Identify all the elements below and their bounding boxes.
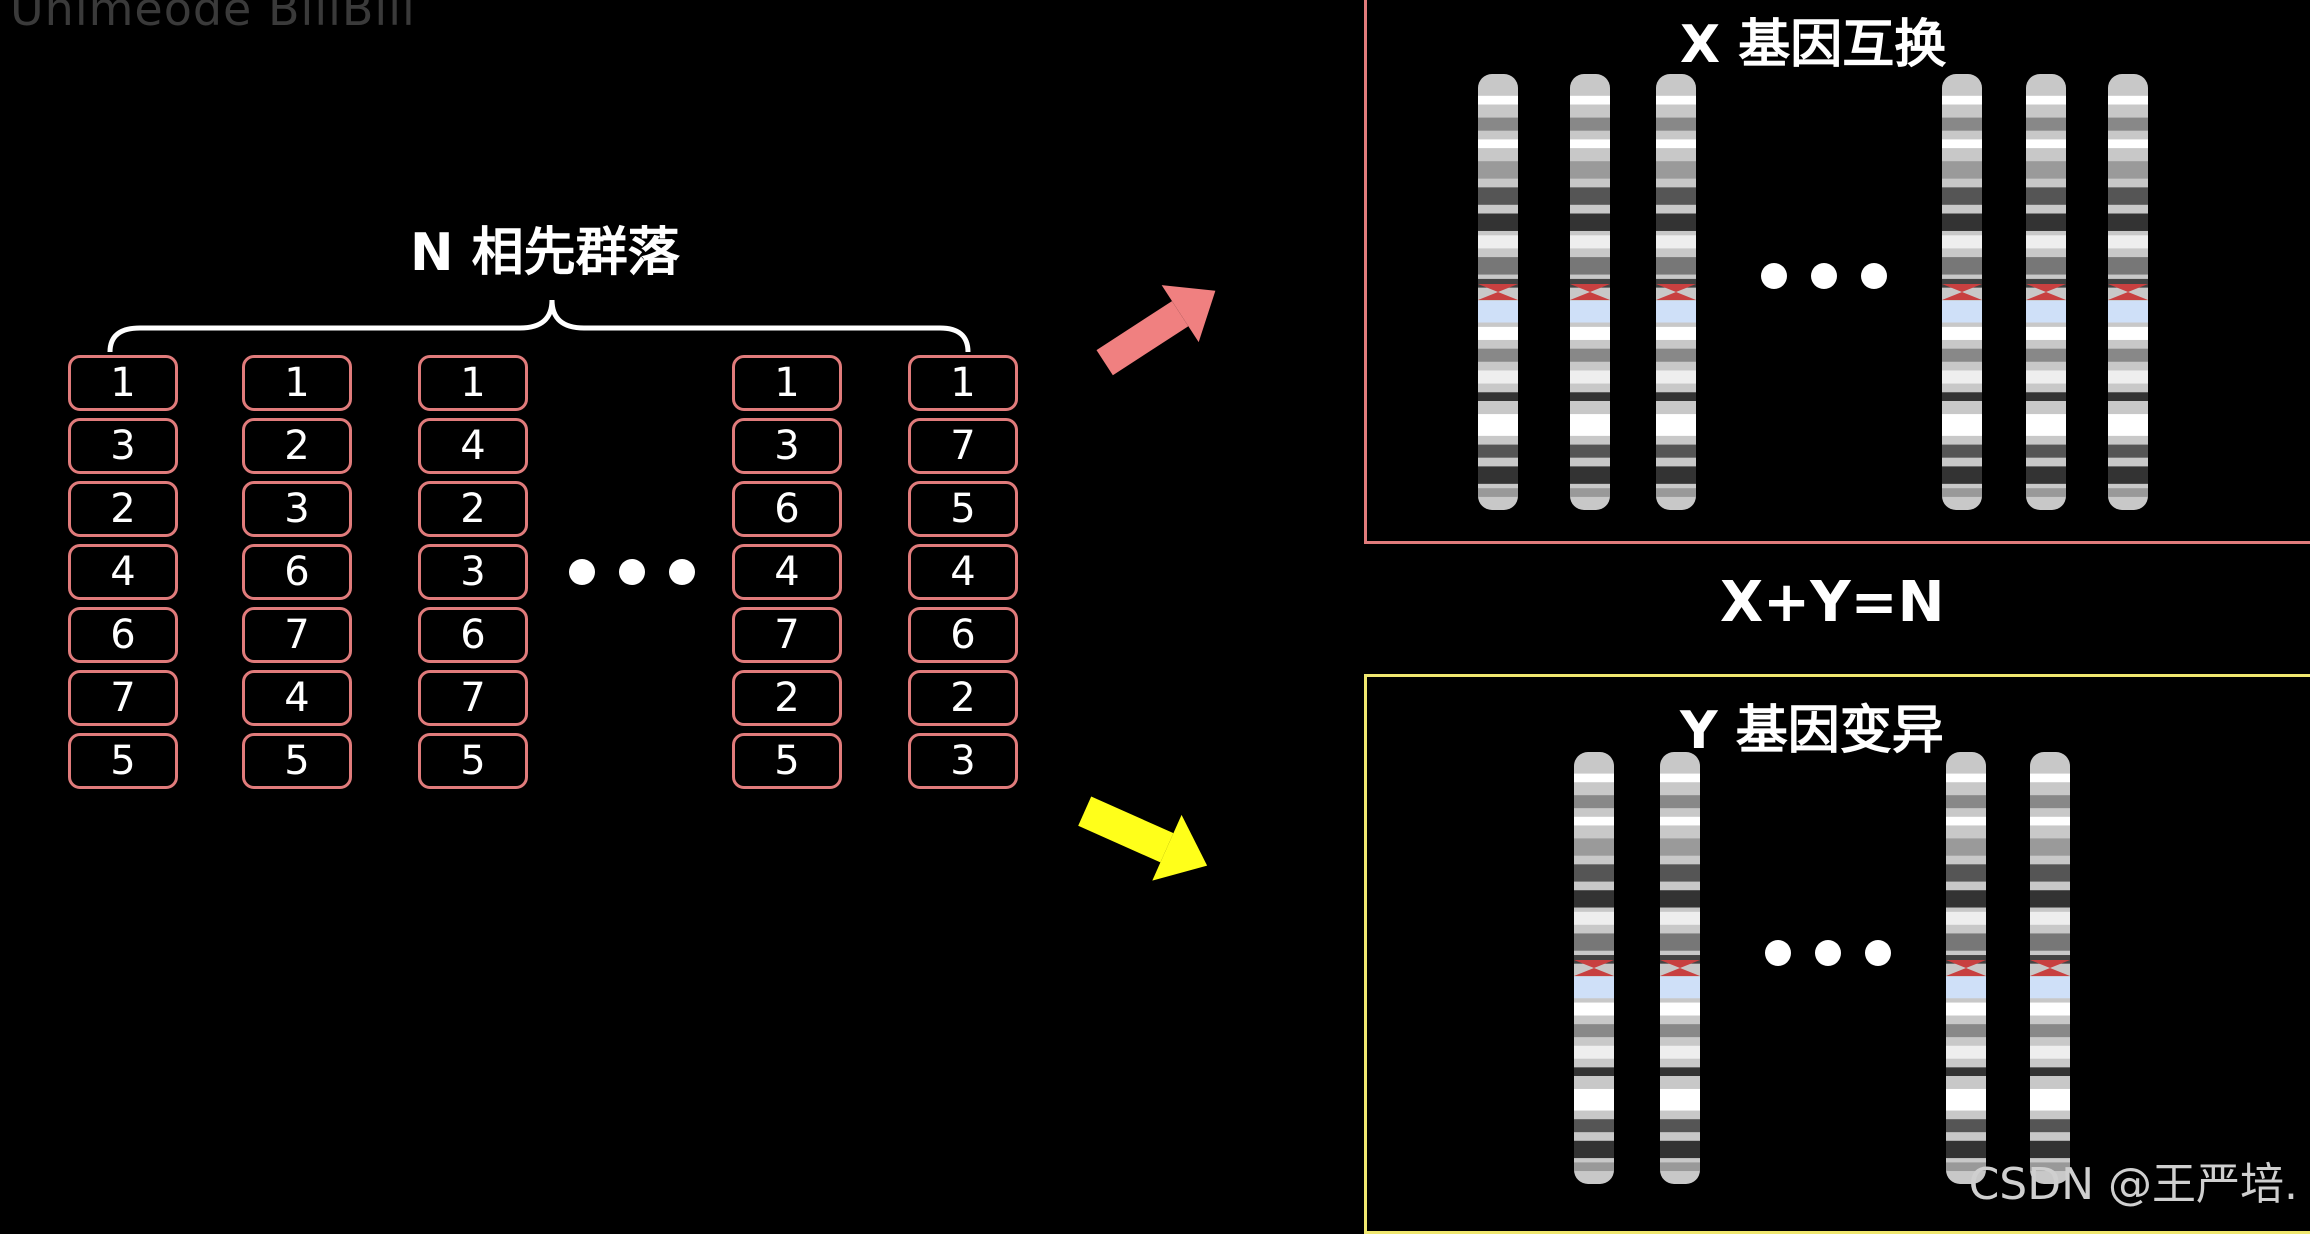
ellipsis-dot xyxy=(669,559,695,585)
gene-cell: 6 xyxy=(418,607,528,663)
gene-cell: 4 xyxy=(242,670,352,726)
chromosome xyxy=(2108,74,2148,510)
mutation-title: Y 基因变异 xyxy=(1680,701,1944,761)
gene-cell: 4 xyxy=(732,544,842,600)
ellipsis-dot xyxy=(1811,263,1837,289)
gene-cell: 3 xyxy=(242,481,352,537)
crossover-panel xyxy=(1364,0,2310,544)
ellipsis-dot xyxy=(1815,940,1841,966)
gene-cell: 2 xyxy=(908,670,1018,726)
gene-cell: 5 xyxy=(908,481,1018,537)
gene-cell: 2 xyxy=(242,418,352,474)
chromosomes xyxy=(1478,74,2148,1184)
gene-cell: 7 xyxy=(732,607,842,663)
gene-cell: 6 xyxy=(908,607,1018,663)
ellipsis-dot xyxy=(1861,263,1887,289)
gene-cell: 3 xyxy=(732,418,842,474)
ellipsis-dot xyxy=(1865,940,1891,966)
gene-cell: 4 xyxy=(908,544,1018,600)
gene-cell: 2 xyxy=(68,481,178,537)
chromosome xyxy=(1946,752,1986,1184)
chromosome xyxy=(2030,752,2070,1184)
chromosome xyxy=(1478,74,1518,510)
ellipsis-dot xyxy=(1761,263,1787,289)
chromosome xyxy=(1656,74,1696,510)
gene-cell: 7 xyxy=(908,418,1018,474)
gene-cell: 1 xyxy=(68,355,178,411)
gene-cell: 1 xyxy=(418,355,528,411)
equation-label: X+Y=N xyxy=(1720,570,1945,635)
chromosome xyxy=(2026,74,2066,510)
gene-cell: 2 xyxy=(732,670,842,726)
gene-cell: 3 xyxy=(418,544,528,600)
ellipsis-dots xyxy=(569,263,1891,966)
crossover-title: X 基因互换 xyxy=(1680,15,1947,75)
chromosome xyxy=(1570,74,1610,510)
gene-cell: 5 xyxy=(732,733,842,789)
chromosome xyxy=(1660,752,1700,1184)
ellipsis-dot xyxy=(569,559,595,585)
gene-cell: 3 xyxy=(908,733,1018,789)
gene-cell: 5 xyxy=(418,733,528,789)
gene-cell: 4 xyxy=(68,544,178,600)
gene-cell: 1 xyxy=(908,355,1018,411)
ellipsis-dot xyxy=(1765,940,1791,966)
gene-cell: 7 xyxy=(68,670,178,726)
population-title: N 相先群落 xyxy=(410,223,680,283)
gene-cell: 5 xyxy=(68,733,178,789)
chromosome xyxy=(1942,74,1982,510)
gene-cell: 7 xyxy=(242,607,352,663)
gene-cell: 4 xyxy=(418,418,528,474)
gene-cell: 5 xyxy=(242,733,352,789)
gene-cell: 2 xyxy=(418,481,528,537)
gene-cell: 7 xyxy=(418,670,528,726)
gene-cell: 1 xyxy=(732,355,842,411)
crossover-arrow xyxy=(1096,285,1216,376)
mutation-arrow xyxy=(1078,796,1208,881)
gene-cell: 6 xyxy=(242,544,352,600)
gene-cell: 6 xyxy=(732,481,842,537)
population-brace xyxy=(107,299,971,353)
ellipsis-dot xyxy=(619,559,645,585)
gene-cell: 1 xyxy=(242,355,352,411)
chromosome xyxy=(1574,752,1614,1184)
gene-cell: 6 xyxy=(68,607,178,663)
gene-cell: 3 xyxy=(68,418,178,474)
bilibili-watermark: Unimeode BiliBili xyxy=(10,0,416,36)
csdn-watermark: CSDN @王严培. xyxy=(1968,1159,2298,1210)
